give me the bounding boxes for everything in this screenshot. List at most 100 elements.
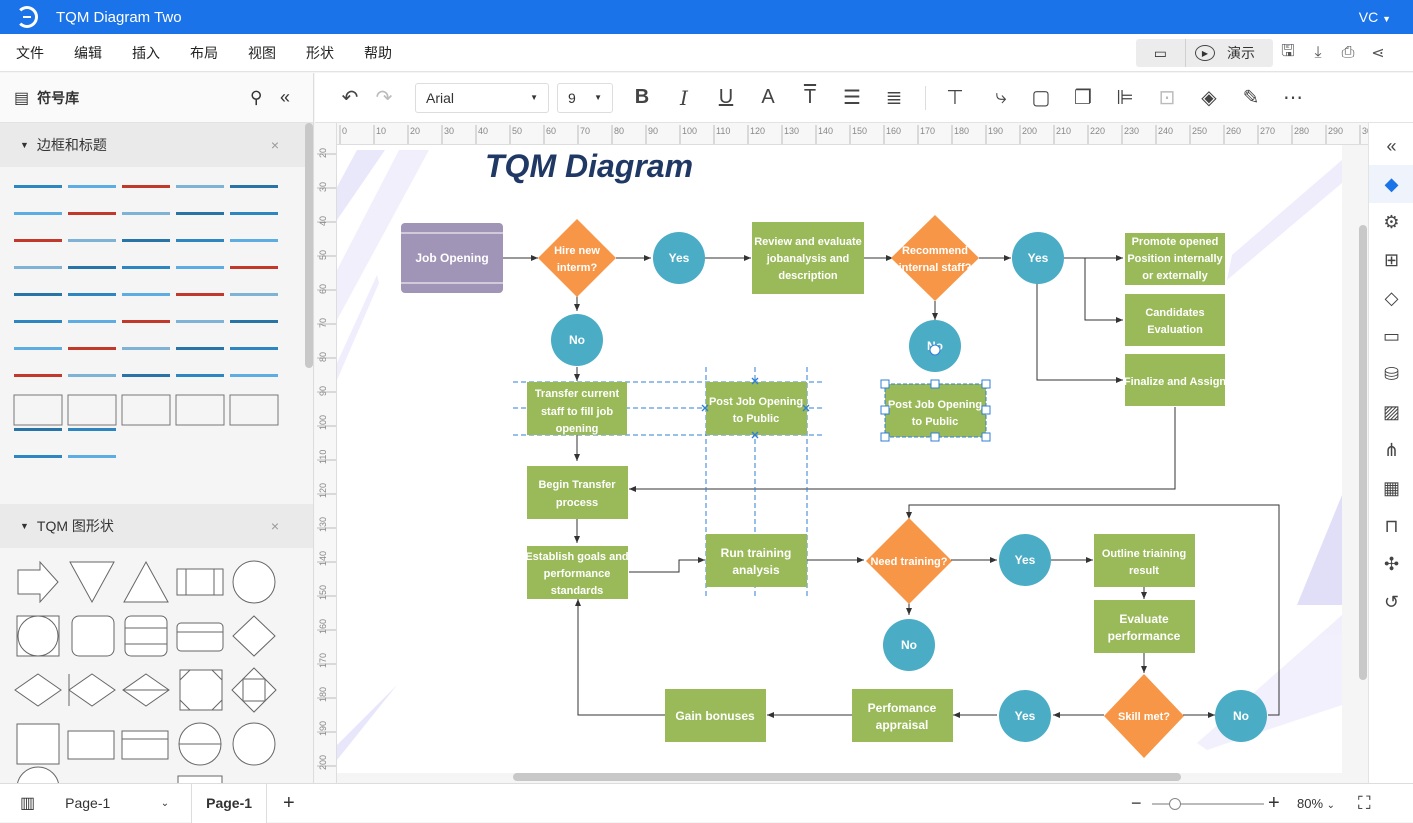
tqm-shapes-grid[interactable] [0,548,300,783]
zoom-level[interactable]: 80% ⌄ [1297,796,1335,811]
history-icon[interactable]: ↺ [1383,591,1400,612]
border-thumbnail[interactable] [14,374,62,377]
zoom-in-icon[interactable]: + [1268,791,1280,814]
database-icon[interactable]: ⛁ [1383,363,1400,384]
border-thumbnail[interactable] [175,394,225,426]
close-section-icon[interactable]: × [270,137,279,153]
zoom-slider-handle[interactable] [1169,798,1181,810]
border-thumbnail[interactable] [122,320,170,323]
border-thumbnail[interactable] [14,293,62,296]
node-job-opening[interactable]: Job Opening [401,223,503,293]
border-thumbnail[interactable] [14,185,62,188]
layout-icon[interactable]: ▦ [1382,477,1400,498]
more-icon[interactable]: ⋯ [1283,87,1303,109]
line-spacing-icon[interactable]: ≣ [885,87,903,109]
presentation-icon[interactable]: ▭ [1382,325,1400,346]
triangle-shape[interactable] [123,560,169,603]
border-thumbnail[interactable] [68,347,116,350]
canvas-vertical-scrollbar[interactable] [1359,225,1367,680]
border-thumbnail[interactable] [68,374,116,377]
add-page-icon[interactable]: + [283,791,295,814]
border-thumbnail[interactable] [230,320,278,323]
node-finalize[interactable]: Finalize and Assign [1124,354,1227,406]
underline-icon[interactable]: U [718,86,734,108]
bold-icon[interactable]: B [634,86,650,108]
shape-outline-icon[interactable]: ▢ [1031,87,1051,109]
zoom-slider[interactable] [1152,798,1264,810]
node-no-3[interactable]: No [883,619,935,671]
border-thumbnail[interactable] [68,212,116,215]
menu-layout[interactable]: 布局 [190,44,218,61]
node-yes-3[interactable]: Yes [999,534,1051,586]
align-icon[interactable]: ☰ [843,87,861,109]
border-thumbnail[interactable] [67,394,117,426]
border-thumbnail[interactable] [176,293,224,296]
header-rect-shape[interactable] [121,730,169,760]
border-thumbnail[interactable] [14,266,62,269]
connection-point-icon[interactable] [929,344,941,356]
node-no-1[interactable]: No [551,314,603,366]
align-left-icon[interactable]: ⊫ [1116,87,1134,109]
border-thumbnail[interactable] [230,374,278,377]
rect-shape[interactable] [67,730,115,760]
crop-icon[interactable]: ⊡ [1158,87,1176,109]
app-logo-icon[interactable] [16,6,38,28]
page-tab-active[interactable]: Page-1 [191,783,268,823]
border-thumbnail[interactable] [176,266,224,269]
border-thumbnail[interactable] [122,212,170,215]
menu-view[interactable]: 视图 [248,44,276,61]
fill-color-icon[interactable]: ◈ [1201,87,1217,109]
print-icon[interactable]: ⎙ [1341,44,1355,61]
card-shape[interactable] [124,615,168,657]
border-thumbnail[interactable] [14,239,62,242]
shadow-icon[interactable]: ❐ [1074,87,1092,109]
zoom-out-icon[interactable]: − [1131,792,1142,813]
border-thumbnail[interactable] [122,185,170,188]
border-thumbnail[interactable] [68,320,116,323]
page-view-icon[interactable]: ▥ [20,795,36,812]
border-thumbnail[interactable] [14,428,62,431]
node-need-training[interactable]: Need training? [866,518,952,604]
text-style-icon[interactable]: T [803,86,817,108]
border-thumbnail[interactable] [230,212,278,215]
border-thumbnail[interactable] [176,320,224,323]
border-thumbnail[interactable] [230,347,278,350]
menu-file[interactable]: 文件 [16,44,44,61]
flat-diamond-shape[interactable] [14,673,62,707]
menu-insert[interactable]: 插入 [132,44,160,61]
border-thumbnail[interactable] [14,320,62,323]
rect-shape-partial[interactable] [177,775,223,783]
circle-shape-partial[interactable] [17,766,59,783]
border-thumbnail[interactable] [230,293,278,296]
menu-edit[interactable]: 编辑 [74,44,102,61]
border-thumbnail[interactable] [230,185,278,188]
border-thumbnail[interactable] [122,347,170,350]
user-menu[interactable]: VC ▼ [1359,9,1391,25]
arrow-shape[interactable] [17,560,59,604]
image-icon[interactable]: ▨ [1382,401,1400,422]
node-yes-4[interactable]: Yes [999,690,1051,742]
border-thumbnail[interactable] [14,455,62,458]
border-thumbnail[interactable] [176,239,224,242]
node-yes-2[interactable]: Yes [1012,232,1064,284]
section-borders-titles[interactable]: ▼ 边框和标题 × [0,123,313,167]
border-thumbnail[interactable] [122,239,170,242]
font-family-select[interactable]: Arial▼ [415,82,549,113]
page-select[interactable]: Page-1⌄ [65,795,169,811]
search-icon[interactable]: ⚲ [250,87,263,107]
border-thumbnail[interactable] [68,239,116,242]
presenter-view-button[interactable]: ▭ [1136,39,1186,67]
square-shape[interactable] [16,723,60,765]
connector-style-icon[interactable]: ⊓ [1384,515,1399,536]
border-thumbnail[interactable] [176,185,224,188]
hierarchy-icon[interactable]: ⋔ [1383,439,1400,460]
border-thumbnail[interactable] [14,347,62,350]
rounded-rect-shape[interactable] [176,622,224,652]
process-shape[interactable] [176,568,224,596]
